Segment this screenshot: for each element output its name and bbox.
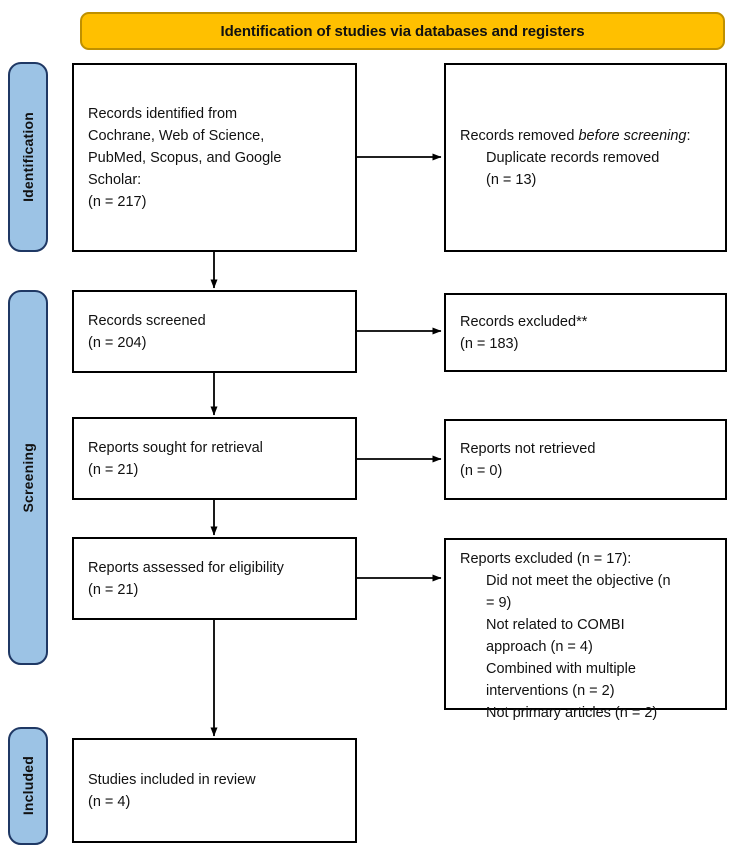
node-records-excluded-text: Records excluded** (n = 183) [460, 313, 588, 352]
node-reports-excluded-header: Reports excluded (n = 17): [460, 551, 632, 567]
stage-pill-identification-label: Identification [20, 112, 36, 202]
stage-pill-identification: Identification [8, 62, 48, 252]
stage-pill-screening: Screening [8, 290, 48, 665]
node-studies-included-text: Studies included in review (n = 4) [88, 771, 256, 810]
node-records-removed-colon: : [686, 127, 691, 144]
node-reports-excluded-text: Reports excluded (n = 17): Did not meet t… [460, 548, 711, 724]
node-records-removed: Records removed before screening: Duplica… [444, 63, 727, 252]
stage-pill-screening-label: Screening [20, 442, 36, 513]
node-records-screened-text: Records screened (n = 204) [88, 312, 206, 351]
phase-banner-label: Identification of studies via databases … [220, 22, 585, 40]
node-reports-sought-text: Reports sought for retrieval (n = 21) [88, 439, 263, 478]
node-studies-included: Studies included in review (n = 4) [72, 738, 357, 843]
node-reports-not-retrieved: Reports not retrieved (n = 0) [444, 419, 727, 500]
stage-pill-included-label: Included [20, 756, 36, 816]
node-reports-excluded: Reports excluded (n = 17): Did not meet t… [444, 538, 727, 721]
node-reports-not-retrieved-text: Reports not retrieved (n = 0) [460, 440, 596, 479]
node-records-excluded: Records excluded** (n = 183) [444, 293, 727, 372]
stage-pill-included: Included [8, 727, 48, 845]
node-records-identified: Records identified from Cochrane, Web of… [72, 63, 357, 252]
node-records-removed-lead: Records removed [460, 127, 579, 144]
phase-banner: Identification of studies via databases … [80, 12, 725, 50]
node-reports-assessed: Reports assessed for eligibility (n = 21… [72, 537, 357, 620]
node-reports-sought: Reports sought for retrieval (n = 21) [72, 417, 357, 500]
node-reports-excluded-reasons: Did not meet the objective (n = 9) Not r… [486, 573, 671, 721]
node-records-removed-emphasis: before screening [578, 127, 687, 144]
node-reports-assessed-text: Reports assessed for eligibility (n = 21… [88, 559, 284, 598]
node-records-removed-detail: Duplicate records removed (n = 13) [486, 149, 660, 188]
node-records-identified-text: Records identified from Cochrane, Web of… [88, 105, 282, 210]
node-records-removed-text: Records removed before screening: Duplica… [460, 125, 711, 191]
node-records-screened: Records screened (n = 204) [72, 290, 357, 373]
